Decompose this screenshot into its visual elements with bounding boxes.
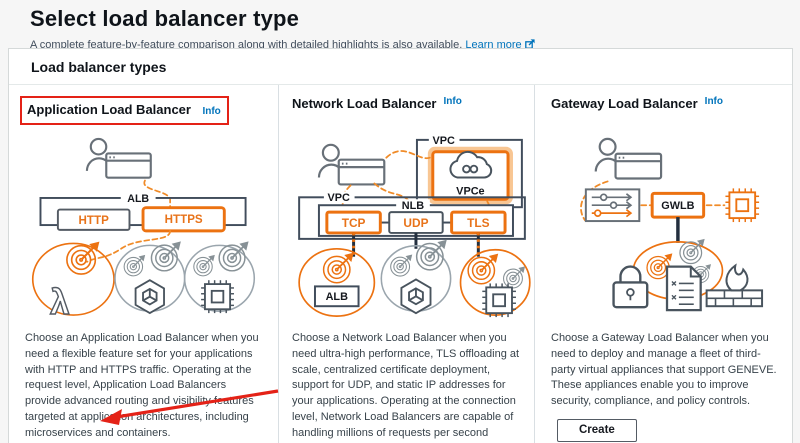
card-header: Gateway Load Balancer Info (551, 96, 778, 126)
container-target-group (114, 240, 186, 315)
target-icon (322, 251, 355, 284)
person-browser-icon (85, 137, 152, 179)
policy-document-icon (665, 265, 702, 312)
card-header: Application Load Balancer Info (20, 96, 264, 126)
load-balancer-types-panel: Load balancer types Application Load Bal… (8, 48, 793, 443)
svg-text:TLS: TLS (467, 216, 490, 230)
person-browser-icon (317, 143, 386, 186)
target-icon (390, 253, 413, 277)
udp-listener-box: UDP (388, 211, 444, 234)
container-icon (400, 278, 432, 315)
tcp-listener-box: TCP (325, 210, 382, 235)
card-description: Choose a Network Load Balancer when you … (292, 332, 520, 443)
svg-text:ALB: ALB (127, 193, 149, 205)
svg-text:UDP: UDP (403, 216, 428, 230)
dashed-flow-line (580, 180, 609, 221)
target-icon (65, 240, 101, 276)
card-gateway-load-balancer: Gateway Load Balancer Info (534, 85, 792, 443)
card-network-load-balancer: Network Load Balancer Info VPC VPCe (278, 85, 534, 443)
firewall-icon (705, 263, 764, 308)
vpc-box: VPC (298, 191, 526, 240)
svg-text:TCP: TCP (342, 216, 366, 230)
annotation-box-header: Application Load Balancer Info (20, 96, 229, 125)
instance-target-group (183, 240, 256, 315)
appliance-sliders-icon (584, 188, 641, 223)
container-target-group (380, 238, 452, 315)
dashed-flow-line (86, 229, 171, 263)
gwlb-box: GWLB (650, 191, 706, 219)
vpc-endpoint-box: VPC VPCe (415, 133, 523, 209)
http-listener-box: HTTP (56, 208, 131, 231)
cards-row: Application Load Balancer Info ALB HTTP (9, 85, 792, 443)
card-title: Network Load Balancer (292, 96, 437, 111)
dashed-flow-line (385, 150, 431, 160)
svg-text:GWLB: GWLB (661, 200, 694, 212)
gwlb-diagram: GWLB (580, 137, 764, 312)
instance-target-group (459, 248, 531, 319)
page-title: Select load balancer type (30, 6, 300, 31)
alb-diagram: ALB HTTP HTTPS λ (31, 137, 256, 323)
alb-target-group: ALB (298, 247, 376, 317)
target-icon (502, 265, 526, 289)
card-description: Choose an Application Load Balancer when… (25, 332, 259, 439)
card-description: Choose a Gateway Load Balancer when you … (551, 332, 777, 408)
link-icon (469, 164, 479, 174)
svg-text:NLB: NLB (402, 200, 424, 212)
https-listener-box: HTTPS (141, 206, 226, 233)
card-header: Network Load Balancer Info (292, 96, 520, 126)
card-title: Gateway Load Balancer (551, 96, 698, 111)
appliance-chip-icon (724, 187, 761, 223)
nlb-diagram: VPC VPCe VPC (298, 133, 531, 319)
tls-listener-box: TLS (450, 210, 507, 235)
info-link[interactable]: Info (443, 96, 462, 107)
svg-text:VPC: VPC (328, 192, 351, 204)
create-button[interactable]: Create (557, 419, 637, 443)
svg-text:VPCe: VPCe (456, 185, 484, 197)
target-icon (123, 254, 146, 277)
info-link[interactable]: Info (704, 96, 723, 107)
dashed-flow-line (143, 179, 171, 208)
svg-text:HTTPS: HTTPS (165, 213, 203, 226)
lambda-icon: λ (50, 283, 69, 322)
target-icon (193, 254, 216, 277)
instance-chip-icon (200, 279, 235, 315)
info-link[interactable]: Info (202, 106, 221, 117)
card-title: Application Load Balancer (27, 102, 191, 117)
container-icon (134, 279, 165, 315)
cloud-endpoint-icon (449, 150, 493, 179)
lock-icon (612, 265, 649, 309)
svg-text:VPC: VPC (432, 135, 455, 147)
person-browser-icon (594, 137, 663, 180)
panel-title: Load balancer types (9, 49, 792, 85)
instance-chip-icon (481, 282, 517, 319)
card-application-load-balancer: Application Load Balancer Info ALB HTTP (9, 85, 278, 443)
lambda-target-group: λ (31, 240, 115, 323)
svg-text:ALB: ALB (326, 291, 348, 303)
svg-text:HTTP: HTTP (79, 214, 110, 227)
target-icon (415, 238, 448, 271)
